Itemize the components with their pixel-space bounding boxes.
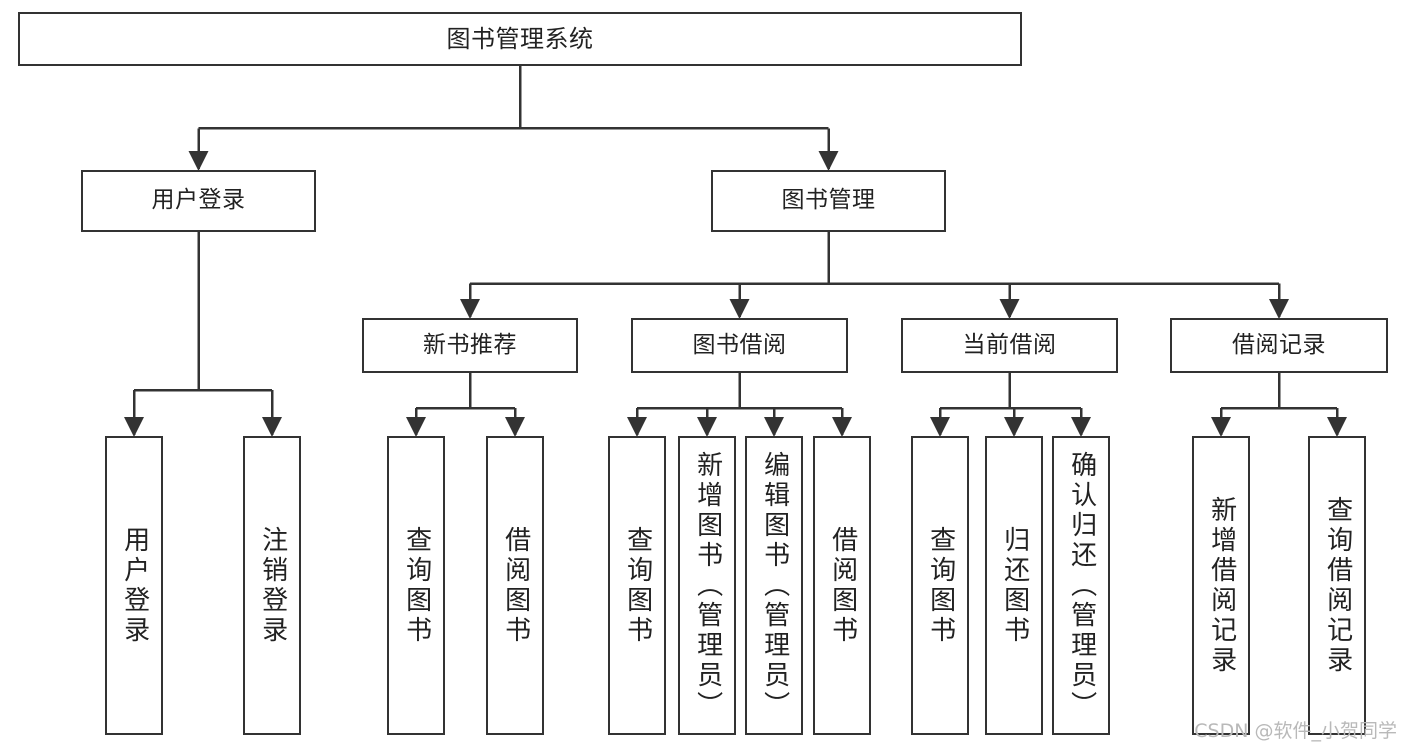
node-label: 归还图书 [999, 525, 1030, 646]
node-label: 图书管理系统 [446, 24, 594, 53]
node-label: 注销登录 [257, 525, 288, 646]
watermark-text: CSDN @软件_小贺同学 [1194, 720, 1397, 742]
node-label: 用户登录 [151, 187, 246, 214]
node-leaf-cur-query[interactable]: 查询图书 [911, 436, 969, 735]
node-label: 当前借阅 [962, 331, 1057, 358]
node-leaf-borrow-lend[interactable]: 借阅图书 [813, 436, 871, 735]
node-label: 用户登录 [119, 525, 150, 646]
node-leaf-newrec-query[interactable]: 查询图书 [387, 436, 445, 735]
node-label: 新增借阅记录 [1206, 495, 1237, 676]
node-label: 借阅图书 [827, 525, 858, 646]
node-label: 编辑图书（管理员） [759, 450, 790, 721]
node-leaf-cur-confirm[interactable]: 确认归还（管理员） [1052, 436, 1110, 735]
node-l2-login[interactable]: 用户登录 [81, 170, 316, 232]
node-label: 查询图书 [925, 525, 956, 646]
node-label: 查询图书 [622, 525, 653, 646]
node-label: 新增图书（管理员） [692, 450, 723, 721]
node-label: 借阅图书 [500, 525, 531, 646]
node-label: 图书借阅 [692, 331, 787, 358]
node-label: 查询图书 [401, 525, 432, 646]
node-leaf-borrow-edit[interactable]: 编辑图书（管理员） [745, 436, 803, 735]
node-label: 查询借阅记录 [1322, 495, 1353, 676]
node-label: 图书管理 [781, 187, 876, 214]
node-root[interactable]: 图书管理系统 [18, 12, 1022, 66]
node-l3-newrec[interactable]: 新书推荐 [362, 318, 578, 373]
node-leaf-user-login[interactable]: 用户登录 [105, 436, 163, 735]
node-l3-borrow[interactable]: 图书借阅 [631, 318, 848, 373]
node-label: 借阅记录 [1232, 331, 1326, 358]
node-label: 确认归还（管理员） [1066, 450, 1097, 721]
node-leaf-cur-return[interactable]: 归还图书 [985, 436, 1043, 735]
node-l3-history[interactable]: 借阅记录 [1170, 318, 1388, 373]
node-l2-books[interactable]: 图书管理 [711, 170, 946, 232]
node-leaf-hist-query[interactable]: 查询借阅记录 [1308, 436, 1366, 735]
edge-layer [124, 66, 1347, 438]
node-l3-current[interactable]: 当前借阅 [901, 318, 1118, 373]
node-label: 新书推荐 [423, 331, 517, 358]
node-leaf-borrow-add[interactable]: 新增图书（管理员） [678, 436, 736, 735]
node-leaf-user-logout[interactable]: 注销登录 [243, 436, 301, 735]
node-leaf-newrec-borrow[interactable]: 借阅图书 [486, 436, 544, 735]
node-leaf-hist-add[interactable]: 新增借阅记录 [1192, 436, 1250, 735]
node-leaf-borrow-query[interactable]: 查询图书 [608, 436, 666, 735]
